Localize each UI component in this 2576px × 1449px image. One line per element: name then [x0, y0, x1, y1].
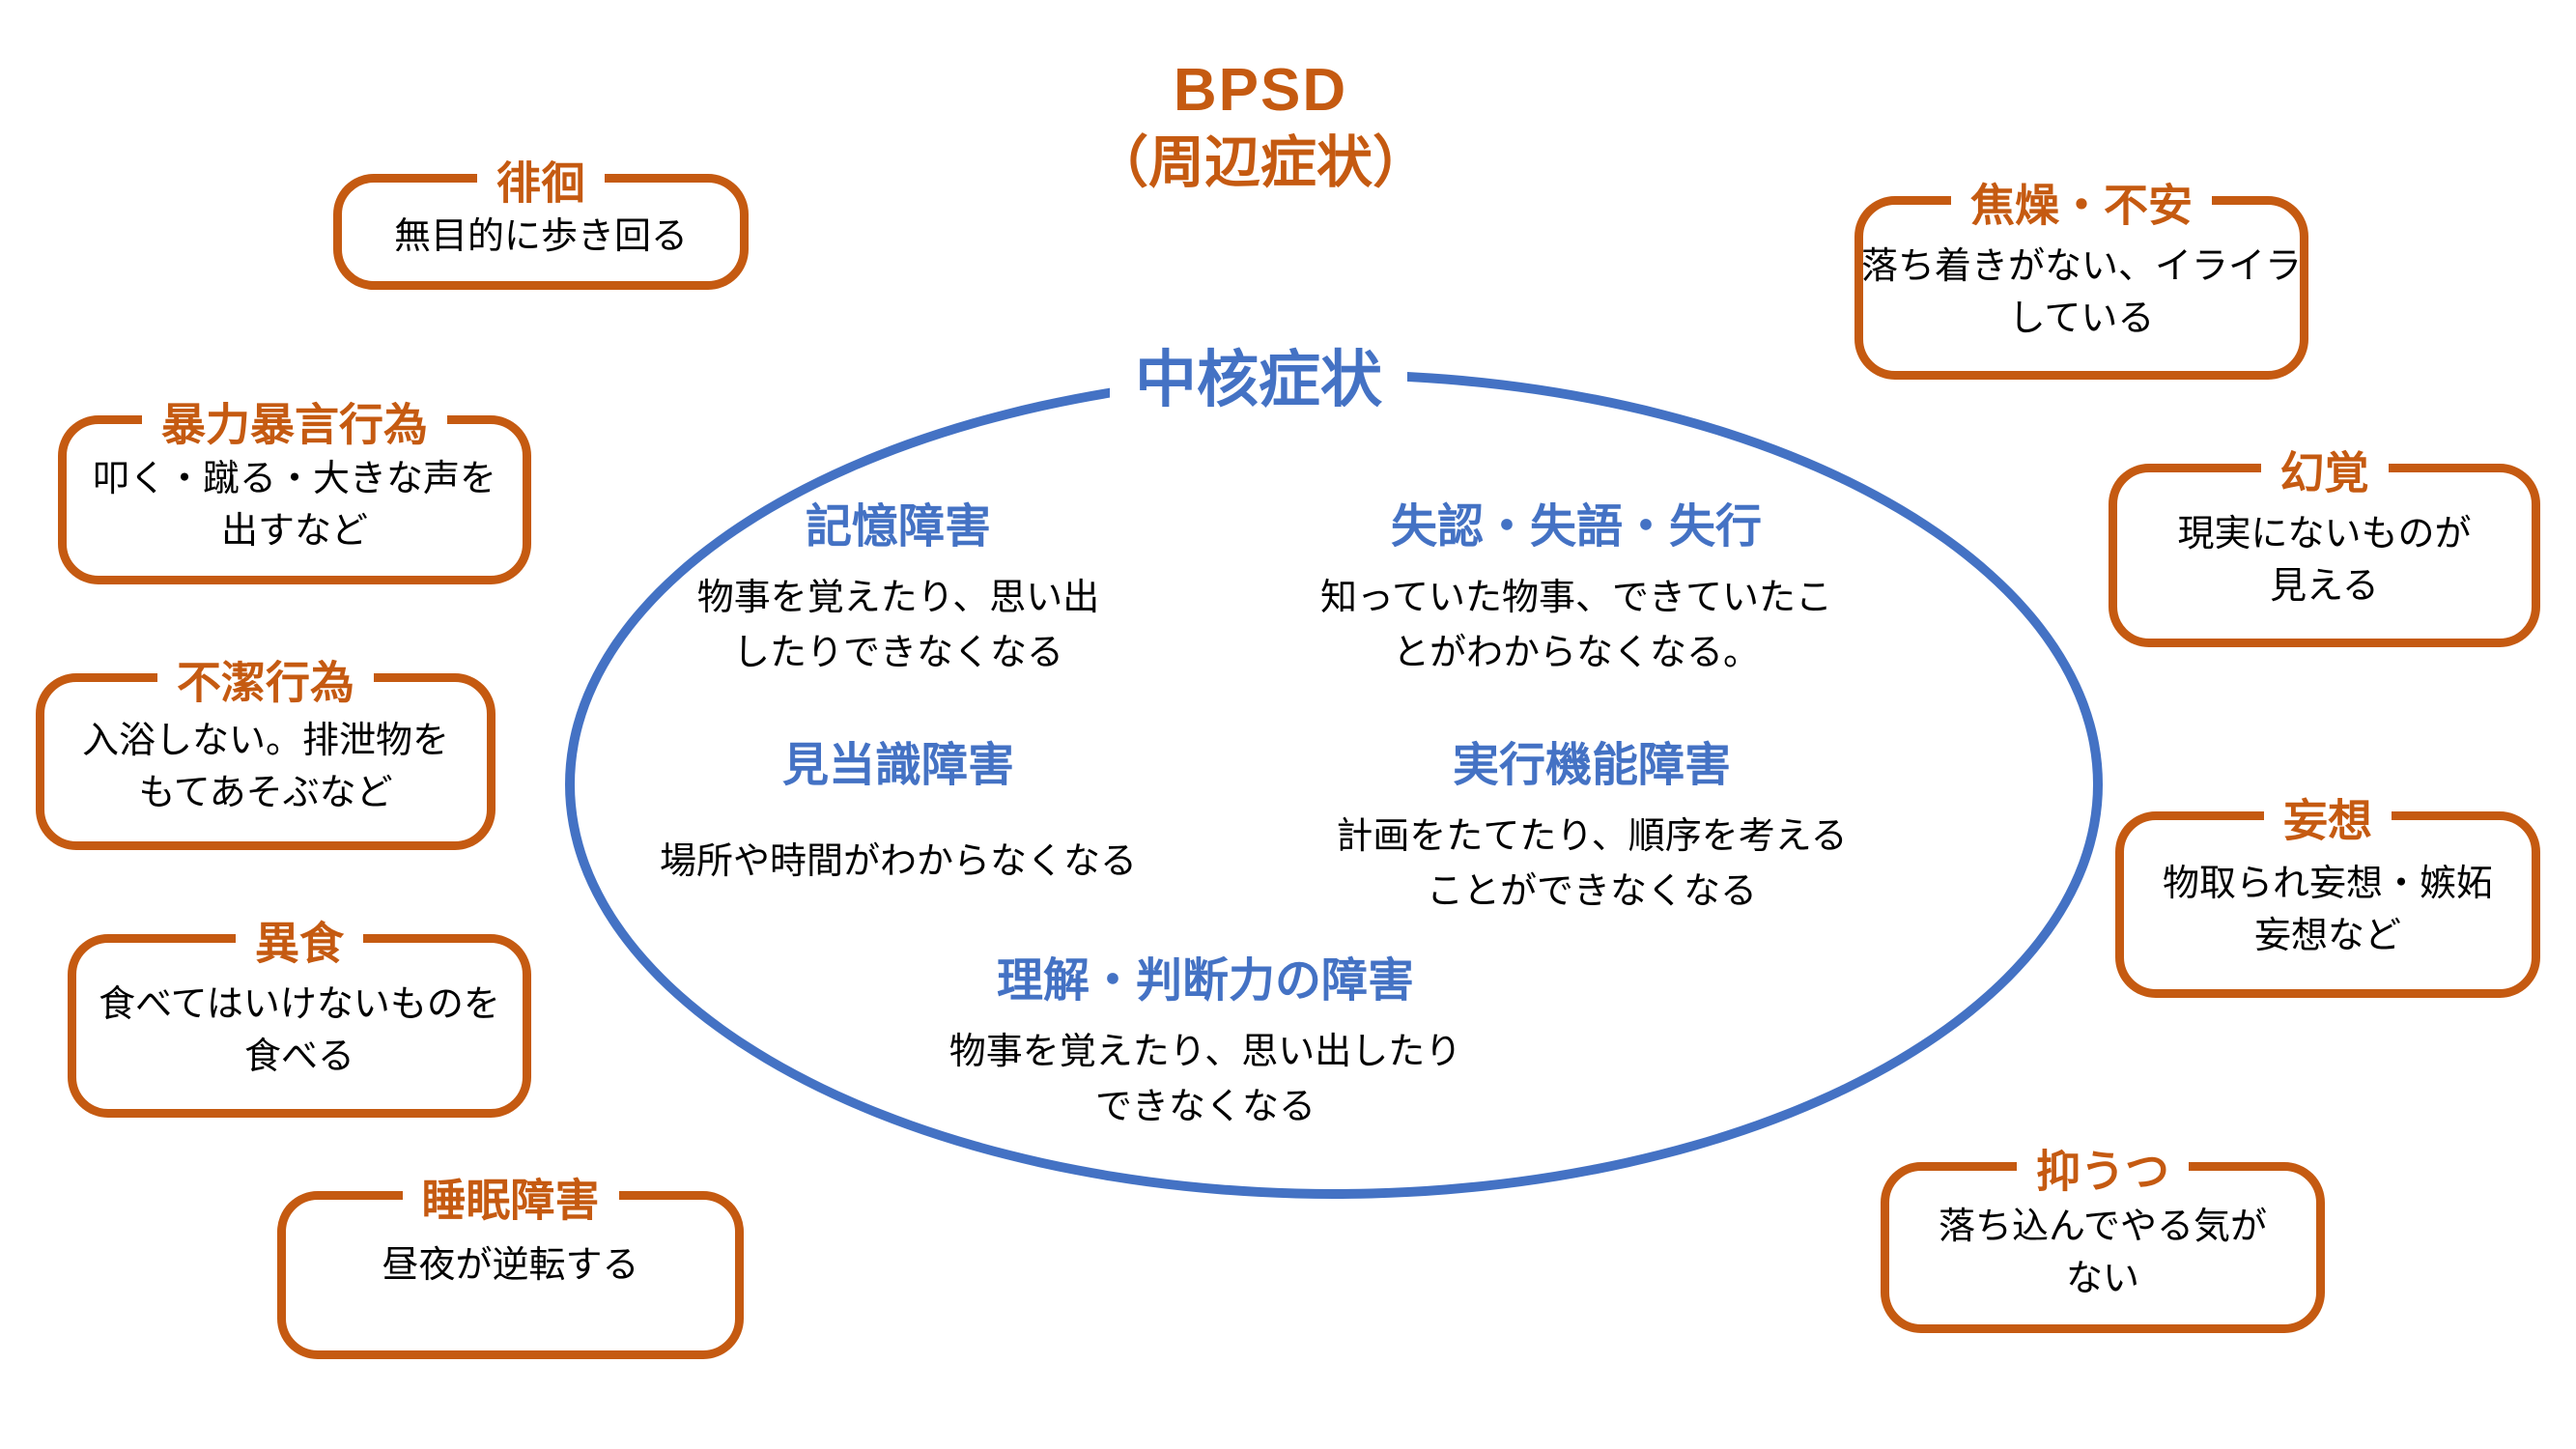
core-item-body: 場所や時間がわからなくなる	[660, 835, 1137, 890]
core-item-body: 知っていた物事、できていたこ とがわからなくなる。	[1320, 571, 1832, 681]
box-body: 物取られ妄想・嫉妬 妄想など	[2124, 820, 2532, 989]
core-item-body-line: 知っていた物事、できていたこ	[1319, 578, 1833, 618]
box-body: 入浴しない。排泄物を もてあそぶなど	[44, 682, 487, 841]
box-title-hallucination: 幻覚	[2260, 438, 2389, 502]
box-body-line: 見える	[2270, 566, 2379, 607]
core-item-title: 理解・判断力の障害	[996, 955, 1415, 1007]
box-body-line: 食べてはいけないものを	[99, 984, 500, 1026]
core-item-agnosia-aphasia-apraxia: 失認・失語・失行 知っていた物事、できていたこ とがわからなくなる。	[1320, 488, 1832, 681]
peripheral-box-pica: 異食 食べてはいけないものを 食べる	[68, 908, 531, 1118]
box-body-line: ない	[2065, 1258, 2139, 1299]
core-item-title: 実行機能障害	[1452, 740, 1731, 791]
box-body-line: 叩く・蹴る・大きな声を	[92, 458, 496, 499]
box-body: 無目的に歩き回る	[342, 183, 740, 281]
core-item-body-line: 物事を覚えたり、思い出したり	[948, 1032, 1462, 1072]
box-body-line: 物取られ妄想・嫉妬	[2162, 863, 2493, 904]
box-title-sleep: 睡眠障害	[402, 1165, 619, 1230]
box-body-line: 食べる	[243, 1037, 354, 1077]
core-item-body-line: 場所や時間がわからなくなる	[659, 841, 1138, 882]
core-symptoms-label: 中核症状	[1110, 330, 1407, 419]
peripheral-box-delusion: 妄想 物取られ妄想・嫉妬 妄想など	[2115, 785, 2540, 998]
peripheral-box-uncleanliness: 不潔行為 入浴しない。排泄物を もてあそぶなど	[36, 647, 495, 850]
box-body: 食べてはいけないものを 食べる	[76, 943, 523, 1109]
core-item-body-line: したりできなくなる	[732, 633, 1064, 673]
peripheral-box-violence: 暴力暴言行為 叩く・蹴る・大きな声を 出すなど	[58, 389, 531, 584]
core-item-body-line: 計画をたてたり、順序を考える	[1336, 816, 1848, 857]
core-item-body-line: 物事を覚えたり、思い出	[696, 578, 1100, 618]
peripheral-box-hallucination: 幻覚 現実にないものが 見える	[2109, 438, 2540, 647]
box-body-line: 妄想など	[2253, 915, 2401, 956]
box-title-delusion: 妄想	[2264, 785, 2392, 850]
core-item-body: 計画をたてたり、順序を考える ことができなくなる	[1336, 810, 1847, 920]
box-title-agitation: 焦燥・不安	[1951, 170, 2212, 235]
core-item-memory: 記憶障害 物事を覚えたり、思い出 したりできなくなる	[697, 488, 1099, 681]
peripheral-box-depression: 抑うつ 落ち込んでやる気が ない	[1881, 1136, 2325, 1333]
box-body-line: 落ち着きがない、イライラ	[1861, 246, 2303, 288]
peripheral-box-agitation: 焦燥・不安 落ち着きがない、イライラ している	[1854, 170, 2308, 380]
core-item-body: 物事を覚えたり、思い出したり できなくなる	[949, 1025, 1461, 1135]
diagram-title-line2: （周辺症状）	[1091, 130, 1430, 194]
box-body-line: 現実にないものが	[2177, 514, 2472, 555]
box-title-pica: 異食	[236, 908, 363, 973]
core-item-title: 記憶障害	[805, 501, 992, 553]
box-body: 落ち着きがない、イライラ している	[1861, 205, 2303, 371]
box-title-violence: 暴力暴言行為	[142, 389, 447, 454]
box-title-wandering: 徘徊	[477, 148, 605, 213]
box-body-line: 無目的に歩き回る	[393, 216, 688, 258]
box-body: 昼夜が逆転する	[286, 1200, 735, 1350]
core-item-body: 物事を覚えたり、思い出 したりできなくなる	[697, 571, 1099, 681]
core-item-body-line: できなくなる	[1094, 1087, 1316, 1127]
box-body-line: 昼夜が逆転する	[382, 1245, 639, 1286]
core-item-judgment: 理解・判断力の障害 物事を覚えたり、思い出したり できなくなる	[949, 942, 1461, 1135]
core-item-disorientation: 見当識障害 場所や時間がわからなくなる	[660, 726, 1137, 890]
box-body-line: 出すなど	[220, 510, 368, 552]
box-body-line: 落ち込んでやる気が	[1938, 1206, 2268, 1247]
core-item-body-line: とがわからなくなる。	[1392, 633, 1761, 673]
box-body: 現実にないものが 見える	[2117, 472, 2532, 639]
core-item-title: 見当識障害	[781, 740, 1015, 791]
box-body: 落ち込んでやる気が ない	[1889, 1171, 2316, 1324]
box-body: 叩く・蹴る・大きな声を 出すなど	[67, 424, 523, 576]
diagram-title-line1: BPSD	[1173, 57, 1348, 124]
box-body-line: もてあそぶなど	[138, 772, 393, 813]
peripheral-box-sleep: 睡眠障害 昼夜が逆転する	[277, 1165, 744, 1359]
diagram-title: BPSD （周辺症状）	[1092, 53, 1429, 198]
peripheral-box-wandering: 徘徊 無目的に歩き回る	[333, 148, 749, 290]
core-item-title: 失認・失語・失行	[1390, 501, 1763, 553]
box-body-line: している	[2008, 298, 2155, 339]
box-body-line: 入浴しない。排泄物を	[81, 720, 449, 761]
box-title-depression: 抑うつ	[2017, 1136, 2189, 1201]
core-item-body-line: ことができなくなる	[1426, 871, 1757, 912]
box-title-uncleanliness: 不潔行為	[157, 647, 374, 712]
core-item-executive-dysfunction: 実行機能障害 計画をたてたり、順序を考える ことができなくなる	[1336, 726, 1847, 920]
